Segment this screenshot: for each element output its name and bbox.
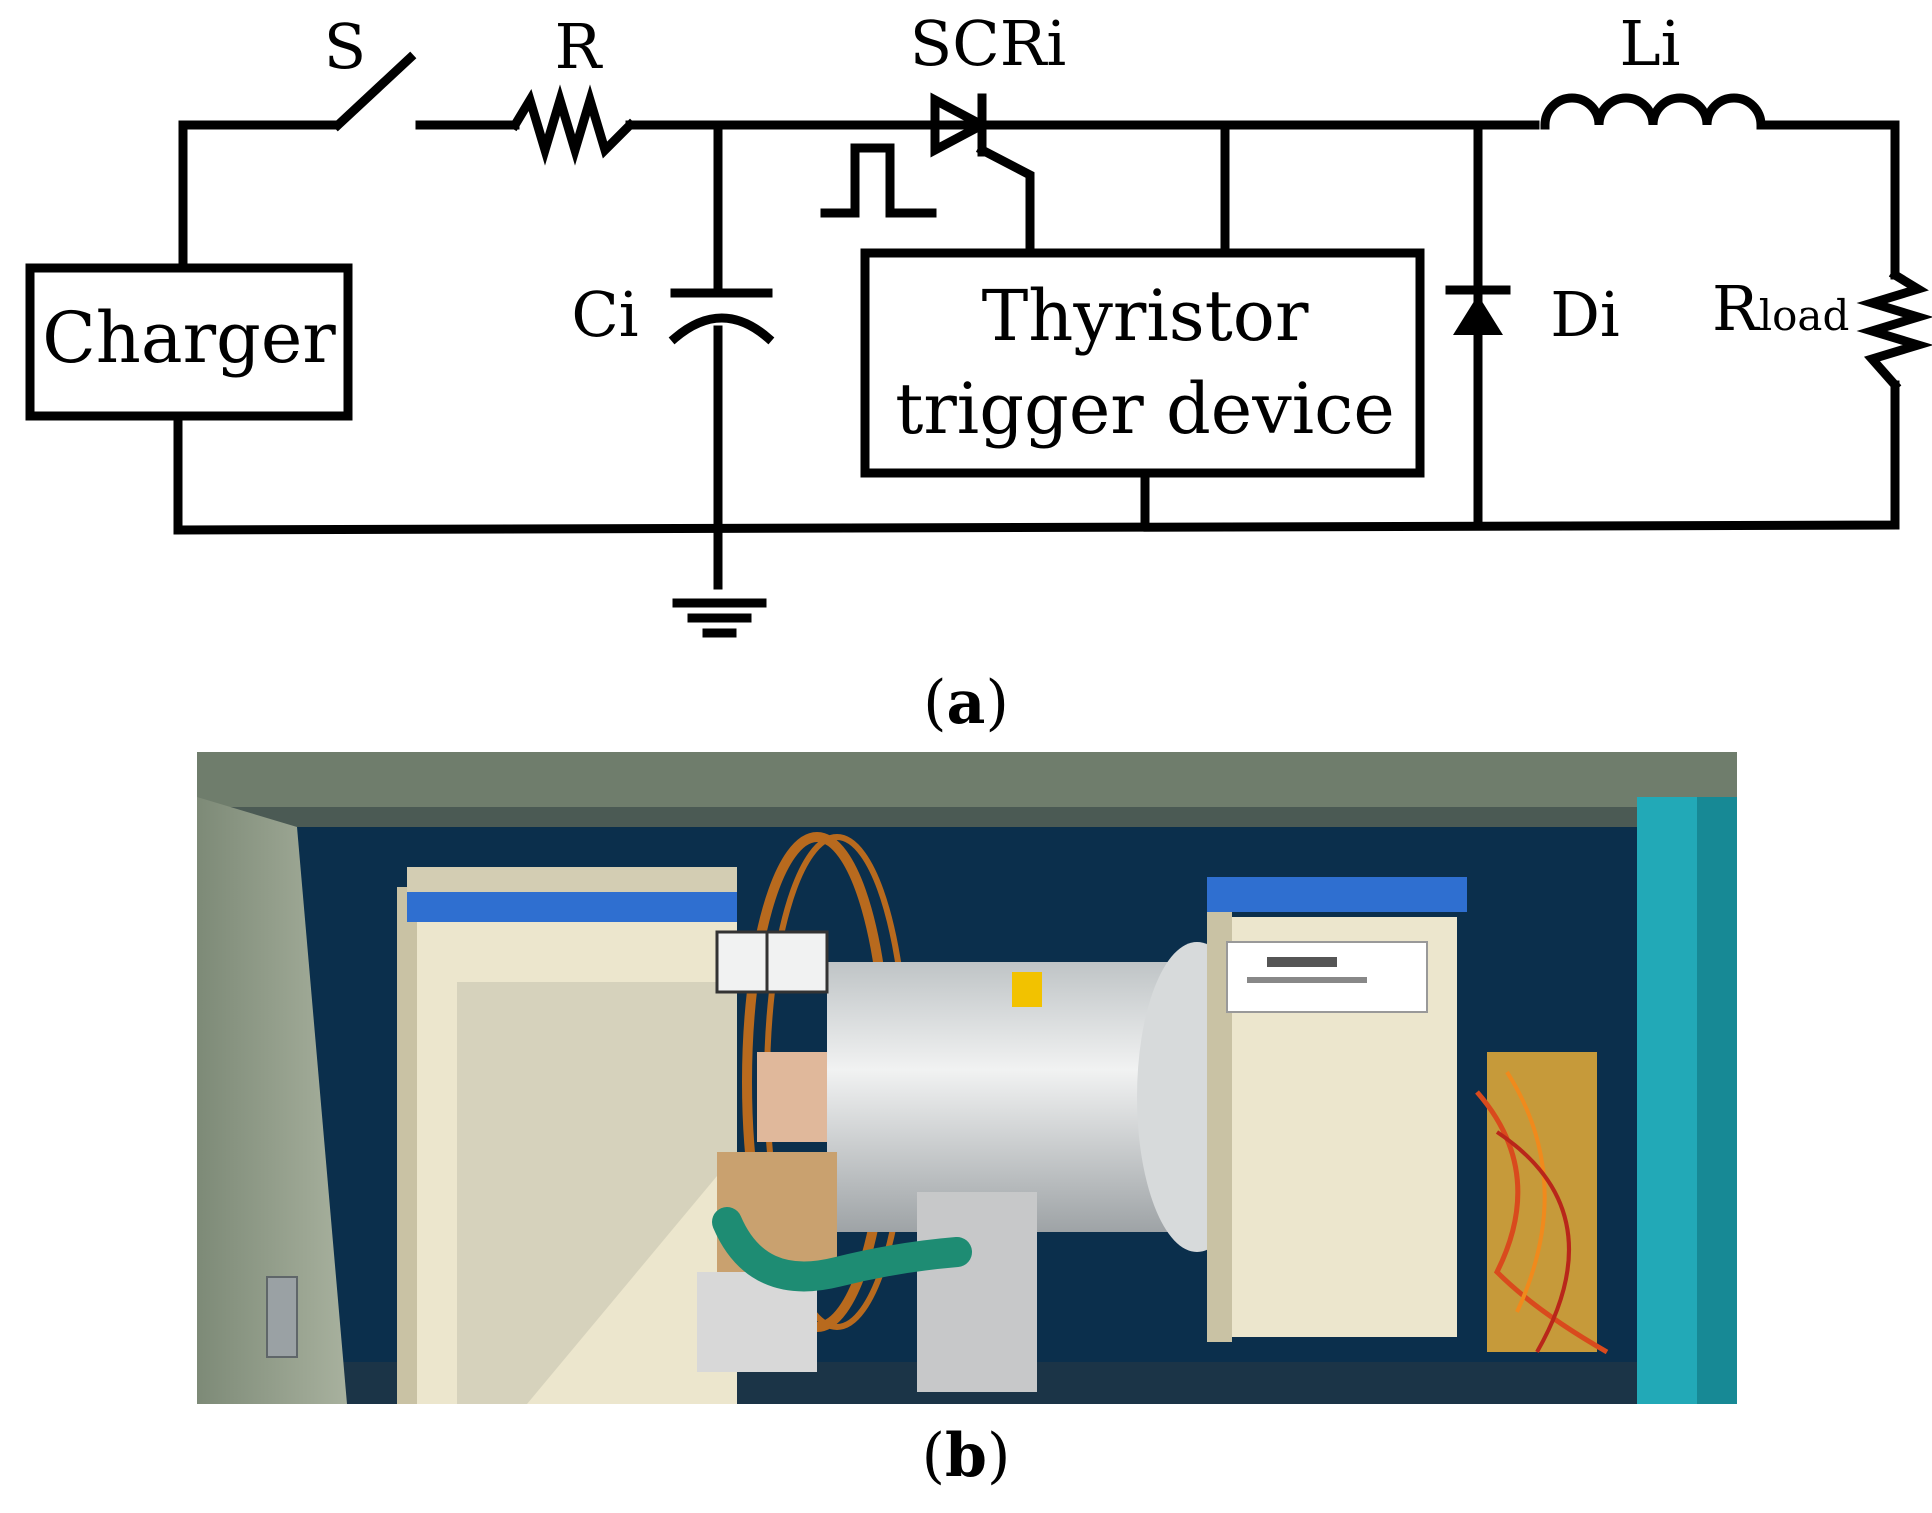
switch-s — [331, 51, 417, 132]
resistor-label: R — [555, 10, 604, 83]
left-capacitor-box — [397, 867, 737, 1404]
load-resistor — [1856, 268, 1932, 392]
diode-label: Di — [1550, 278, 1620, 351]
thyristor-scri — [930, 92, 992, 158]
trigger-device-label-line2: trigger device — [895, 368, 1395, 450]
thyristor-label: SCRi — [910, 7, 1066, 80]
circuit-wires — [173, 120, 1900, 590]
caption-b: (b) — [922, 1421, 1011, 1491]
inductor-label: Li — [1619, 7, 1680, 80]
cabinet-door — [197, 797, 347, 1404]
diode-di — [1445, 285, 1511, 335]
inductor-li — [1540, 93, 1766, 130]
right-capacitor-box — [1207, 877, 1467, 1342]
circuit-diagram: Charger Thyristor trigger device S R SCR… — [25, 7, 1932, 638]
wiring-cluster — [1475, 1052, 1609, 1355]
trigger-device-box — [860, 248, 1425, 478]
load-label: Rload — [1712, 272, 1849, 345]
gate-pulse-symbol — [820, 143, 937, 218]
ground-symbol — [672, 598, 767, 638]
capacitor-label: Ci — [571, 278, 638, 351]
green-hose — [712, 1207, 972, 1292]
resistor-r — [508, 84, 637, 166]
charger-label: Charger — [42, 297, 336, 379]
trigger-device-label-line1: Thyristor — [982, 275, 1309, 357]
capacitor-ci — [668, 288, 775, 345]
charger-box — [25, 263, 353, 421]
switch-label: S — [324, 10, 366, 83]
device-photo — [197, 752, 1737, 1404]
caption-a: (a) — [923, 668, 1009, 738]
